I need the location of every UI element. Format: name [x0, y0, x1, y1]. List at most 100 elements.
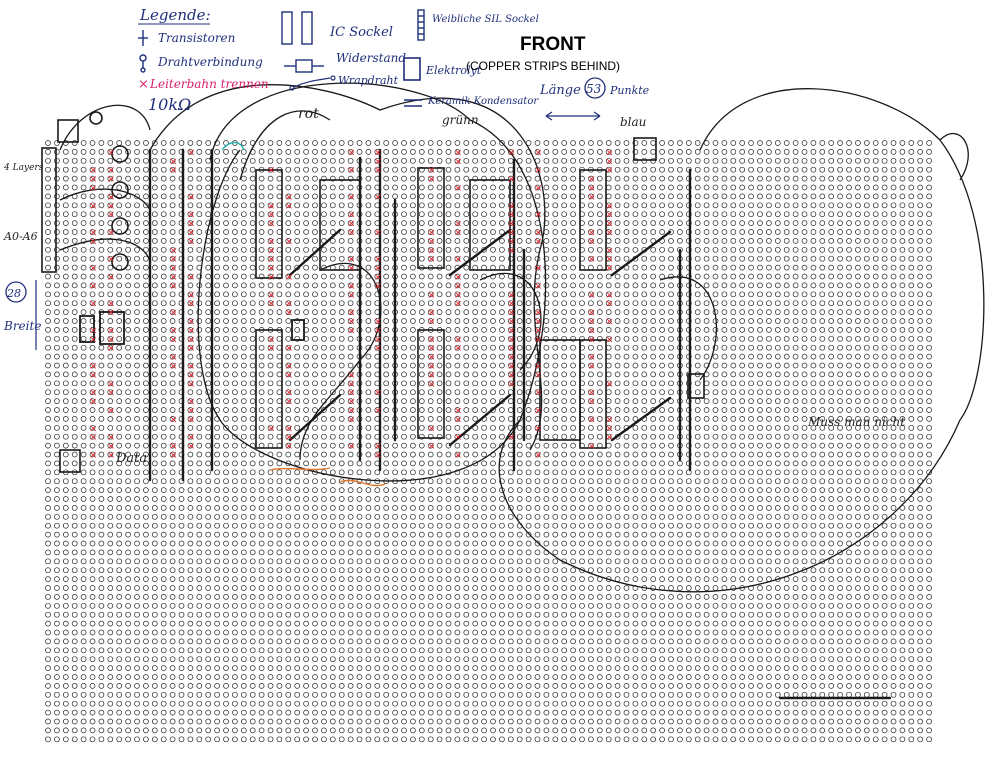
board-hole [668, 282, 674, 289]
board-hole [623, 522, 630, 529]
board-hole [828, 496, 835, 502]
board-hole [329, 255, 336, 262]
board-hole [614, 229, 621, 235]
board-hole [347, 157, 354, 164]
board-hole [267, 309, 274, 315]
board-hole [196, 380, 203, 387]
board-hole [401, 255, 407, 262]
board-hole [45, 344, 51, 351]
board-hole [890, 407, 897, 413]
board-hole [125, 513, 131, 520]
board-hole [703, 522, 710, 529]
board-hole [116, 442, 123, 449]
board-hole [54, 424, 60, 431]
board-hole [285, 149, 292, 155]
board-hole [890, 193, 897, 200]
board-hole [71, 424, 78, 431]
board-hole [917, 344, 924, 351]
board-hole [160, 255, 167, 262]
board-hole [810, 451, 817, 458]
board-hole [62, 433, 69, 440]
board-hole [543, 149, 550, 155]
board-hole [730, 416, 737, 422]
board-hole [418, 460, 425, 467]
board-hole [926, 184, 932, 191]
board-hole [730, 140, 737, 146]
board-hole [418, 246, 425, 253]
board-hole [766, 478, 772, 485]
board-hole [383, 362, 390, 369]
board-hole [561, 398, 568, 404]
board-hole [258, 238, 265, 244]
board-hole [721, 567, 728, 574]
board-hole [828, 166, 835, 173]
board-hole [543, 273, 550, 280]
board-hole [588, 513, 594, 520]
board-hole [908, 558, 915, 565]
board-hole [454, 362, 461, 369]
board-hole [214, 220, 220, 226]
board-hole [748, 229, 754, 235]
board-hole [881, 220, 888, 226]
board-hole [614, 398, 621, 404]
board-hole [232, 469, 238, 476]
board-hole [472, 327, 479, 333]
board-hole [410, 531, 416, 538]
board-hole [160, 327, 167, 333]
board-hole [98, 416, 105, 422]
board-hole [463, 362, 470, 369]
board-hole [312, 398, 318, 404]
board-hole [499, 416, 505, 422]
board-hole [748, 157, 754, 164]
board-hole [151, 549, 158, 556]
board-hole [472, 318, 479, 324]
board-hole [356, 140, 363, 146]
board-hole [641, 211, 648, 218]
board-hole [837, 513, 843, 520]
board-hole [232, 327, 238, 333]
board-hole [267, 531, 274, 538]
board-hole [347, 193, 354, 200]
board-hole [783, 300, 790, 307]
board-hole [258, 362, 265, 369]
board-hole [588, 531, 594, 538]
board-hole [240, 522, 247, 529]
board-hole [721, 335, 728, 342]
board-hole [623, 469, 630, 476]
board-hole [908, 238, 915, 244]
board-hole [774, 371, 781, 378]
board-hole [365, 549, 372, 556]
board-hole [454, 478, 461, 485]
board-hole [623, 157, 630, 164]
board-hole [107, 424, 114, 431]
board-hole [125, 469, 131, 476]
board-hole [62, 478, 69, 485]
board-hole [926, 433, 932, 440]
board-hole [561, 255, 568, 262]
board-hole [285, 220, 292, 226]
board-hole [392, 175, 398, 182]
board-hole [294, 211, 301, 218]
board-hole [801, 157, 808, 164]
board-hole [659, 193, 665, 200]
board-hole [54, 140, 60, 146]
board-hole [837, 460, 843, 467]
board-hole [249, 309, 256, 315]
board-hole [801, 318, 808, 324]
board-hole [596, 327, 603, 333]
board-hole [329, 416, 336, 422]
board-hole [899, 540, 906, 547]
board-hole [632, 309, 639, 315]
board-hole [45, 460, 51, 467]
board-hole [481, 282, 487, 289]
board-hole [392, 157, 398, 164]
board-hole [383, 175, 390, 182]
board-hole [347, 202, 354, 209]
board-hole [783, 140, 790, 146]
board-hole [418, 433, 425, 440]
board-hole [739, 371, 746, 378]
board-hole [303, 416, 309, 422]
board-hole [134, 255, 140, 262]
board-hole [240, 576, 247, 582]
board-hole [329, 273, 336, 280]
